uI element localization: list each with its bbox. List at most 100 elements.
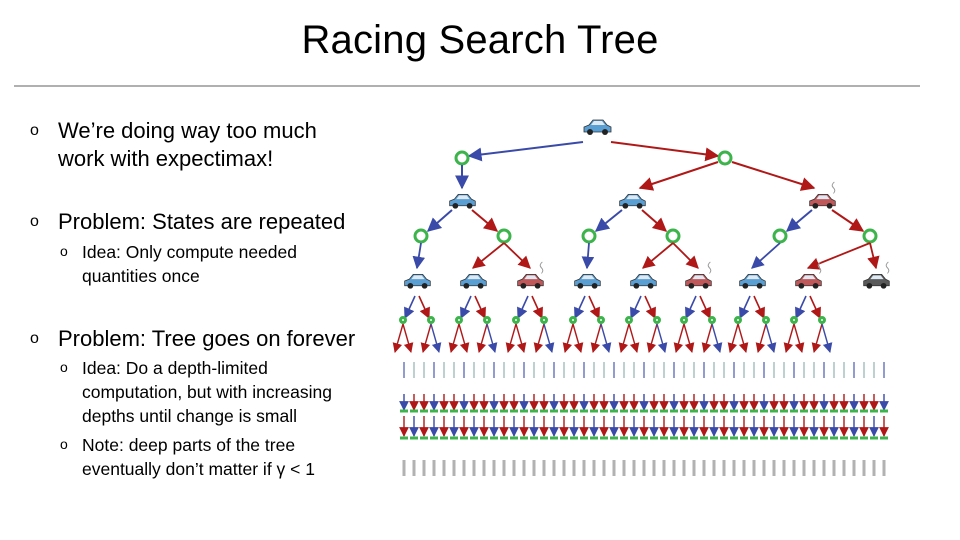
subbullet-compute-once: o Idea: Only compute needed quantities o…: [60, 240, 297, 288]
deep-state-mark: [833, 362, 835, 378]
slow-action-arrow: [765, 323, 777, 353]
deep-state-mark: [873, 362, 875, 378]
deep-state-mark: [673, 362, 675, 378]
chance-node: [680, 316, 688, 324]
deep-state-mark: [703, 362, 705, 378]
deep-state-mark: [642, 460, 646, 476]
deep-state-mark: [412, 460, 416, 476]
bullet-text: quantities once: [82, 266, 200, 286]
chance-node: [762, 316, 770, 324]
deep-state-mark: [453, 362, 455, 378]
cool-car-icon: [619, 194, 646, 209]
deep-state-mark: [602, 460, 606, 476]
cool-car-icon: [630, 274, 657, 289]
deep-state-mark: [462, 460, 466, 476]
deep-state-mark: [823, 362, 825, 378]
slow-action-arrow: [785, 209, 813, 232]
chance-node: [540, 316, 548, 324]
fast-action-arrow: [471, 209, 499, 232]
deep-state-mark: [832, 460, 836, 476]
warm-car-icon: [685, 261, 712, 289]
bullet-expectimax-work: o We’re doing way too much work with exp…: [30, 117, 317, 173]
deep-state-mark: [853, 362, 855, 378]
bullet-marker: o: [60, 243, 68, 259]
fast-action-arrow: [783, 323, 795, 353]
deep-state-mark: [623, 362, 625, 378]
deep-state-mark: [663, 362, 665, 378]
deep-state-mark: [563, 362, 565, 378]
slow-action-arrow: [711, 323, 723, 353]
fast-action-arrow: [458, 323, 470, 353]
slow-action-arrow: [460, 295, 472, 320]
fast-action-arrow: [867, 242, 880, 270]
deep-state-mark: [752, 460, 756, 476]
bullet-states-repeated: o Problem: States are repeated: [30, 208, 345, 236]
slow-action-arrow: [739, 295, 751, 320]
slow-action-arrow: [751, 242, 781, 269]
deep-state-mark: [413, 362, 415, 378]
bullet-text: Problem: Tree goes on forever: [58, 326, 356, 351]
deep-state-mark: [513, 362, 515, 378]
chance-node: [862, 228, 878, 244]
deep-state-mark: [762, 460, 766, 476]
fast-action-arrow: [503, 242, 531, 269]
deep-state-mark: [633, 362, 635, 378]
chance-node: [413, 228, 429, 244]
deep-state-mark: [683, 362, 685, 378]
fast-action-arrow: [642, 242, 674, 269]
fast-action-arrow: [806, 242, 871, 270]
bullet-text: Idea: Only compute needed: [82, 242, 298, 262]
deep-state-mark: [772, 460, 776, 476]
fast-action-arrow: [448, 323, 460, 353]
deep-state-mark: [502, 460, 506, 476]
deep-state-mark: [492, 460, 496, 476]
fast-action-arrow: [562, 323, 574, 353]
deep-state-mark: [592, 460, 596, 476]
deep-state-mark: [792, 460, 796, 476]
deep-state-mark: [452, 460, 456, 476]
cool-car-icon: [404, 274, 431, 289]
deep-state-mark: [763, 362, 765, 378]
deep-state-mark: [562, 460, 566, 476]
fast-action-arrow: [683, 323, 695, 353]
fast-action-arrow: [673, 323, 685, 353]
deep-state-mark: [733, 362, 735, 378]
fast-action-arrow: [618, 323, 630, 353]
chance-node: [818, 316, 826, 324]
deep-state-mark: [693, 362, 695, 378]
fast-action-arrow: [418, 295, 430, 320]
fast-action-arrow: [699, 295, 711, 320]
slow-action-arrow: [467, 141, 584, 162]
slow-action-arrow: [630, 295, 642, 320]
deep-state-mark: [493, 362, 495, 378]
deep-state-mark: [812, 460, 816, 476]
deep-state-mark: [802, 460, 806, 476]
chance-node: [790, 316, 798, 324]
fast-action-arrow: [515, 323, 527, 353]
chance-node: [496, 228, 512, 244]
fast-action-arrow: [672, 242, 699, 269]
deep-state-mark: [793, 362, 795, 378]
deep-state-mark: [672, 460, 676, 476]
deep-state-mark: [603, 362, 605, 378]
fast-action-arrow: [392, 323, 404, 353]
bullet-text: Note: deep parts of the tree: [82, 435, 296, 455]
fast-action-arrow: [644, 295, 656, 320]
fast-action-arrow: [472, 242, 505, 269]
deep-state-mark: [662, 460, 666, 476]
fast-action-arrow: [646, 323, 658, 353]
fast-action-arrow: [727, 323, 739, 353]
chance-node: [569, 316, 577, 324]
deep-state-mark: [543, 362, 545, 378]
fast-action-arrow: [533, 323, 545, 353]
chance-node: [581, 228, 597, 244]
overheated-car-icon: [863, 261, 890, 289]
chance-node: [708, 316, 716, 324]
fast-action-arrow: [701, 323, 713, 353]
slow-action-arrow: [517, 295, 529, 320]
deep-state-mark: [522, 460, 526, 476]
deep-state-mark: [742, 460, 746, 476]
fast-action-arrow: [831, 209, 865, 232]
chance-node: [454, 150, 470, 166]
chance-node: [455, 316, 463, 324]
